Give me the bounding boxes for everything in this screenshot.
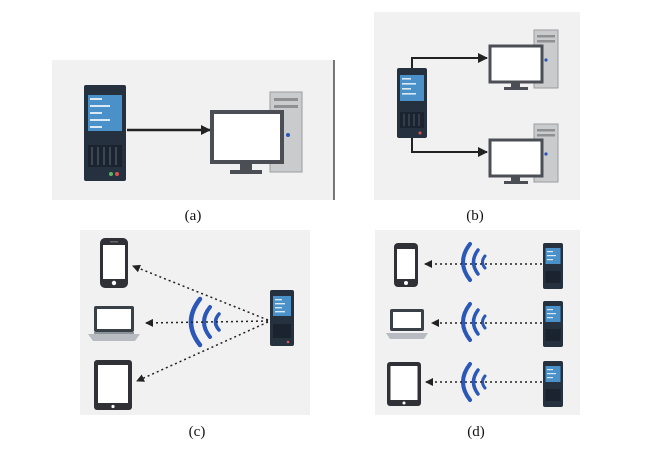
wireless-link-arrow-phone bbox=[132, 264, 269, 321]
panel-c bbox=[88, 238, 294, 410]
smartphone-icon bbox=[100, 238, 128, 288]
server-icon bbox=[270, 290, 294, 346]
caption-d: (d) bbox=[467, 424, 485, 440]
wifi-signal-icon bbox=[461, 302, 487, 342]
server-icon bbox=[397, 68, 427, 138]
panel-b bbox=[397, 29, 559, 184]
wifi-signal-icon bbox=[461, 362, 487, 402]
laptop-icon bbox=[88, 306, 140, 341]
panel-a bbox=[84, 60, 335, 200]
server-icon bbox=[543, 243, 563, 289]
server-icon bbox=[543, 361, 563, 407]
caption-b: (b) bbox=[466, 208, 484, 224]
wireless-link-arrow-laptop bbox=[145, 318, 269, 327]
caption-a: (a) bbox=[184, 208, 202, 224]
wired-link-arrow-top bbox=[411, 53, 488, 68]
wired-link-arrow-bottom bbox=[411, 138, 488, 157]
desktop-computer-icon bbox=[488, 29, 559, 90]
laptop-icon bbox=[386, 309, 428, 339]
wifi-signal-icon bbox=[188, 296, 221, 348]
wifi-signal-icon bbox=[461, 242, 487, 282]
tablet-icon bbox=[387, 362, 421, 406]
smartphone-icon bbox=[394, 243, 418, 287]
panel-d bbox=[386, 242, 563, 407]
server-icon bbox=[84, 85, 126, 181]
wireless-link-arrow-tablet bbox=[136, 321, 269, 382]
desktop-computer-icon bbox=[210, 91, 303, 174]
tablet-icon bbox=[94, 360, 132, 410]
caption-c: (c) bbox=[188, 424, 206, 440]
server-icon bbox=[543, 301, 563, 347]
desktop-computer-icon bbox=[488, 123, 559, 184]
